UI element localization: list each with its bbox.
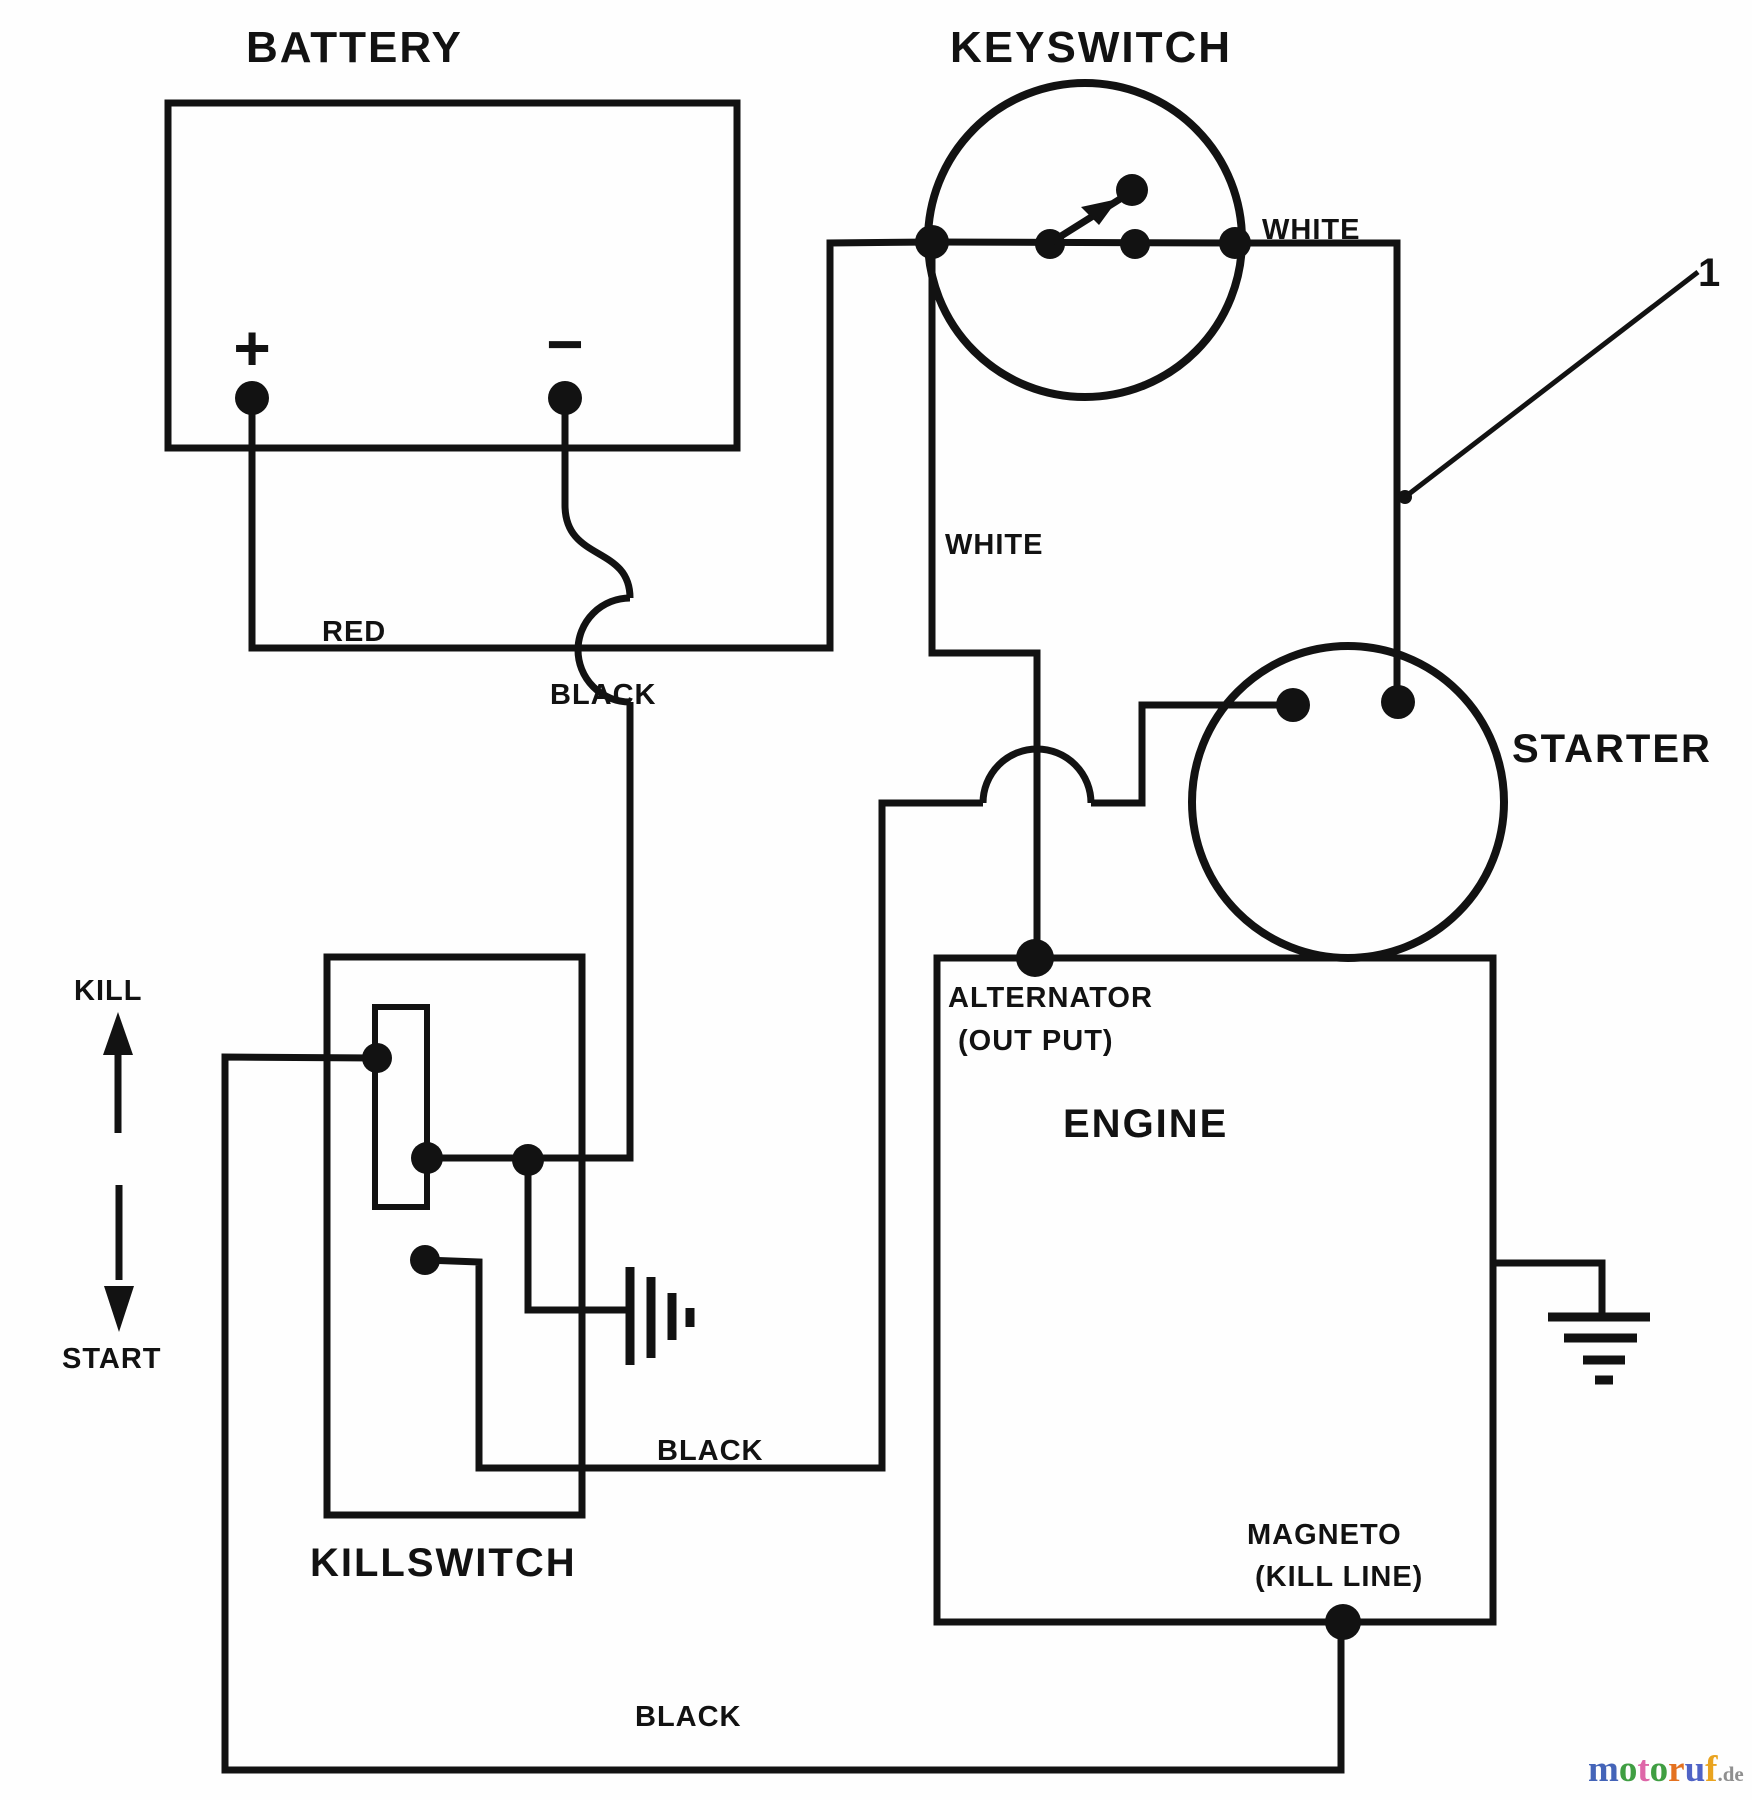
- battery-plus-sign: +: [233, 312, 270, 384]
- wire-white-mid: [928, 242, 1041, 958]
- motoruf-logo: motoruf.de: [1588, 1748, 1744, 1791]
- keyswitch-lever-knob: [1116, 174, 1148, 206]
- engine-ground: [1493, 1259, 1650, 1385]
- battery-minus-sign: −: [546, 308, 583, 380]
- keyswitch-lever: [1048, 191, 1130, 246]
- battery-title: BATTERY: [246, 23, 463, 72]
- motoruf-logo-suffix: .de: [1717, 1762, 1744, 1786]
- keyswitch-bus: [931, 238, 1236, 247]
- killswitch-title: KILLSWITCH: [310, 1541, 577, 1585]
- killswitch-component: KILLSWITCH: [310, 953, 586, 1585]
- wire-label-black-battery: BLACK: [550, 679, 657, 711]
- alternator-terminal: [1016, 939, 1054, 977]
- magneto-label: MAGNETO: [1247, 1519, 1402, 1551]
- killswitch-start-terminal: [410, 1245, 440, 1275]
- wire-label-black-bottom: BLACK: [635, 1701, 742, 1733]
- killswitch-slider: [372, 1004, 430, 1210]
- callout-number: 1: [1698, 251, 1720, 295]
- wire-red: [248, 238, 933, 652]
- alternator-label: ALTERNATOR: [948, 982, 1153, 1014]
- starter-body: [1188, 642, 1508, 962]
- killswitch-ground: [524, 1160, 695, 1365]
- killswitch-action-arrows: KILL START: [62, 975, 162, 1375]
- callout-leader-line: [1403, 270, 1700, 499]
- wire-label-white-top: WHITE: [1262, 214, 1360, 246]
- starter-right-terminal: [1381, 685, 1415, 719]
- starter-component: STARTER: [1188, 642, 1712, 962]
- wire-label-black-mid: BLACK: [657, 1435, 764, 1467]
- engine-title: ENGINE: [1063, 1102, 1228, 1146]
- engine-component: ENGINE ALTERNATOR (OUT PUT) MAGNETO (KIL…: [933, 939, 1497, 1640]
- callout-1: 1: [1398, 251, 1720, 504]
- keyswitch-lever-arrowhead-icon: [1081, 199, 1118, 225]
- wire-black-bottom: [221, 1053, 1345, 1774]
- starter-title: STARTER: [1512, 727, 1712, 771]
- wire-label-white-mid: WHITE: [945, 529, 1043, 561]
- keyswitch-title: KEYSWITCH: [950, 23, 1232, 72]
- kill-arrow-head-icon: [103, 1012, 133, 1055]
- battery-box: [164, 99, 741, 452]
- start-label: START: [62, 1343, 162, 1375]
- motoruf-logo-letters: motoruf: [1588, 1749, 1718, 1790]
- keyswitch-contact-b: [1120, 229, 1150, 259]
- battery-component: BATTERY + −: [164, 23, 741, 452]
- wire-black-mid: [424, 701, 1293, 1472]
- wire-label-red: RED: [322, 616, 386, 648]
- kill-label: KILL: [74, 975, 142, 1007]
- wire-white-top: [1235, 239, 1401, 702]
- keyswitch-component: KEYSWITCH: [915, 23, 1251, 401]
- wire-black-battery: [427, 398, 634, 1162]
- killswitch-common-terminal: [411, 1142, 443, 1174]
- start-arrow-head-icon: [104, 1286, 134, 1332]
- magneto-sub-label: (KILL LINE): [1255, 1561, 1423, 1593]
- alternator-sub-label: (OUT PUT): [958, 1025, 1114, 1057]
- killswitch-box: [323, 953, 586, 1519]
- engine-box: [933, 954, 1497, 1626]
